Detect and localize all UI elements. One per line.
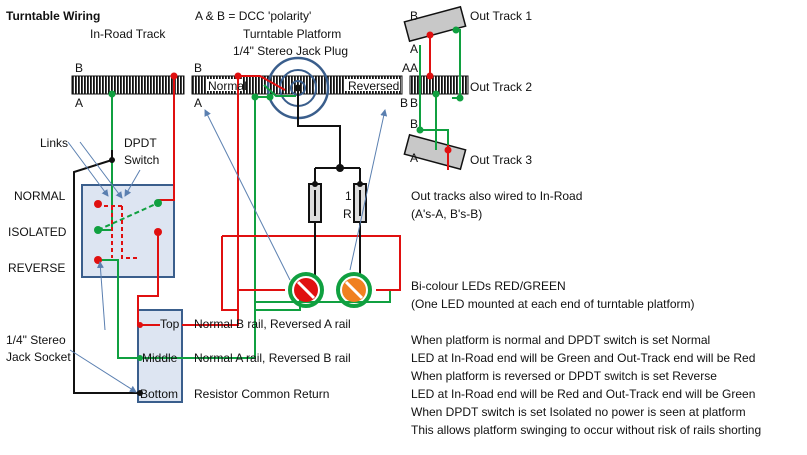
red-wires [104,35,449,326]
out3-b-label: B [410,117,418,131]
led-right [336,272,372,308]
platform-reversed-label: Reversed [348,79,399,93]
switch-label: Switch [124,153,159,167]
explanation-line-3: When platform is reversed or DPDT switch… [411,369,717,383]
platform-right-b-label: B [400,96,408,110]
links-label: Links [40,136,68,150]
led-note-2: (One LED mounted at each end of turntabl… [411,297,695,311]
reverse-position-label: REVERSE [8,261,65,275]
out3-a-label: A [410,151,418,165]
out2-b-label: B [410,96,418,110]
in-road-a-label: A [75,96,83,110]
resistor-label-r: R [343,207,352,221]
led-note-1: Bi-colour LEDs RED/GREEN [411,279,566,293]
jack-socket-label-1: 1/4" Stereo [6,333,66,347]
out1-a-label: A [410,42,418,56]
junction-dots [94,26,464,396]
in-road-label: In-Road Track [90,27,166,41]
in-road-b-label: B [75,61,83,75]
dpdt-label: DPDT [124,136,157,150]
out-track-1 [403,5,467,43]
pointer-arrows [67,109,388,393]
socket-bottom-label: Bottom [140,387,178,401]
in-road-track [71,75,185,95]
jack-plug-label: 1/4" Stereo Jack Plug [233,44,348,58]
explanation-line-6: This allows platform swinging to occur w… [411,423,761,437]
labels: Turntable Wiring A & B = DCC 'polarity' … [6,9,761,437]
platform-right-a-label: A [402,61,410,75]
dcc-note: A & B = DCC 'polarity' [195,9,311,23]
normal-position-label: NORMAL [14,189,66,203]
out-tracks-note-2: (A's-A, B's-B) [411,207,482,221]
middle-terminal-description: Normal A rail, Reversed B rail [194,351,351,365]
out-track-2-label: Out Track 2 [470,80,532,94]
out-tracks-note-1: Out tracks also wired to In-Road [411,189,582,203]
explanation-line-4: LED at In-Road end will be Red and Out-T… [411,387,755,401]
isolated-position-label: ISOLATED [8,225,67,239]
socket-top-label: Top [160,317,180,331]
out-track-3 [403,133,467,171]
resistor-label-1: 1 [345,189,352,203]
out-track-1-label: Out Track 1 [470,9,532,23]
explanation-line-2: LED at In-Road end will be Green and Out… [411,351,755,365]
platform-b-label: B [194,61,202,75]
bottom-terminal-description: Resistor Common Return [194,387,329,401]
jack-socket-label-2: Jack Socket [6,350,71,364]
top-terminal-description: Normal B rail, Reversed A rail [194,317,351,331]
diagram-title: Turntable Wiring [6,9,100,23]
led-left [288,272,324,308]
socket-middle-label: Middle [142,351,178,365]
explanation-line-5: When DPDT switch is set Isolated no powe… [411,405,746,419]
out1-b-label: B [410,9,418,23]
explanation-line-1: When platform is normal and DPDT switch … [411,333,710,347]
turntable-platform-label: Turntable Platform [243,27,341,41]
out-track-3-label: Out Track 3 [470,153,532,167]
resistor-left [308,183,322,223]
out2-a-label: A [410,61,418,75]
platform-normal-label: Normal [208,79,247,93]
platform-a-label: A [194,96,202,110]
